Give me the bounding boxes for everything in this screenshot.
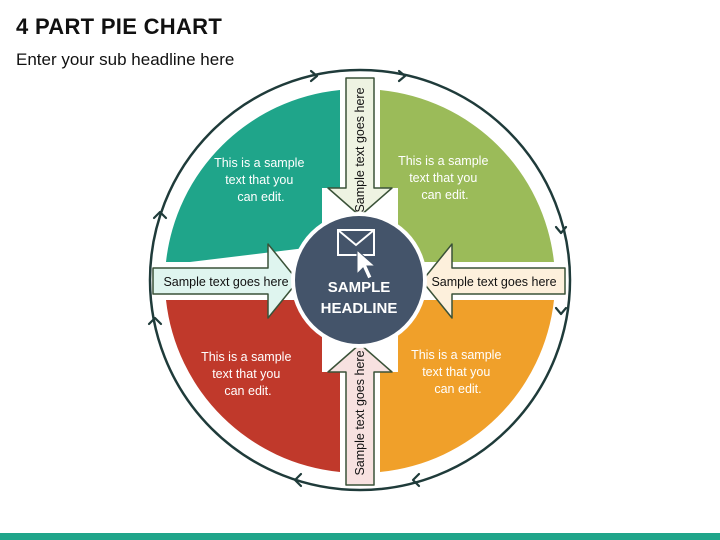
center-headline-line1: SAMPLE xyxy=(328,279,391,296)
ring-direction-arrows xyxy=(147,69,568,488)
page-title: 4 PART PIE CHART xyxy=(16,14,223,39)
arrow-right-label: Sample text goes here xyxy=(431,275,556,289)
segment-top-left-text: This is a sample text that you can edit. xyxy=(214,156,308,204)
arrow-top-label: Sample text goes here xyxy=(353,87,367,212)
arrow-bottom xyxy=(327,343,393,486)
arrow-bottom-label: Sample text goes here xyxy=(353,350,367,475)
arrow-left xyxy=(152,243,299,319)
segment-bottom-right xyxy=(380,300,554,472)
outer-ring xyxy=(148,68,572,492)
footer-bar xyxy=(0,533,720,540)
segment-bottom-right-text: This is a sample text that you can edit. xyxy=(411,348,505,396)
ring-arrow-8-icon xyxy=(152,210,168,220)
arrow-left-label: Sample text goes here xyxy=(163,275,288,289)
ring-arrow-3-icon xyxy=(554,225,568,235)
page-subtitle: Enter your sub headline here xyxy=(16,50,235,69)
ring-arrow-4-icon xyxy=(554,306,568,316)
ring-arrow-7-icon xyxy=(147,316,163,326)
segment-top-right-text: This is a sample text that you can edit. xyxy=(398,154,492,202)
center-headline-line2: HEADLINE xyxy=(321,300,398,317)
ring-arrow-6-icon xyxy=(293,472,303,488)
ring-arrow-2-icon xyxy=(397,69,407,83)
ring-arrow-5-icon xyxy=(411,472,421,488)
ring-arrow-1-icon xyxy=(309,69,319,83)
arrow-top xyxy=(327,77,393,217)
segment-bottom-left-text: This is a sample text that you can edit. xyxy=(201,350,295,398)
arrow-right xyxy=(421,243,566,319)
segment-bottom-left xyxy=(166,300,340,472)
mail-cursor-icon xyxy=(337,229,377,280)
center-circle xyxy=(291,212,427,348)
segment-top-right xyxy=(380,90,554,262)
segment-top-left xyxy=(166,90,340,262)
